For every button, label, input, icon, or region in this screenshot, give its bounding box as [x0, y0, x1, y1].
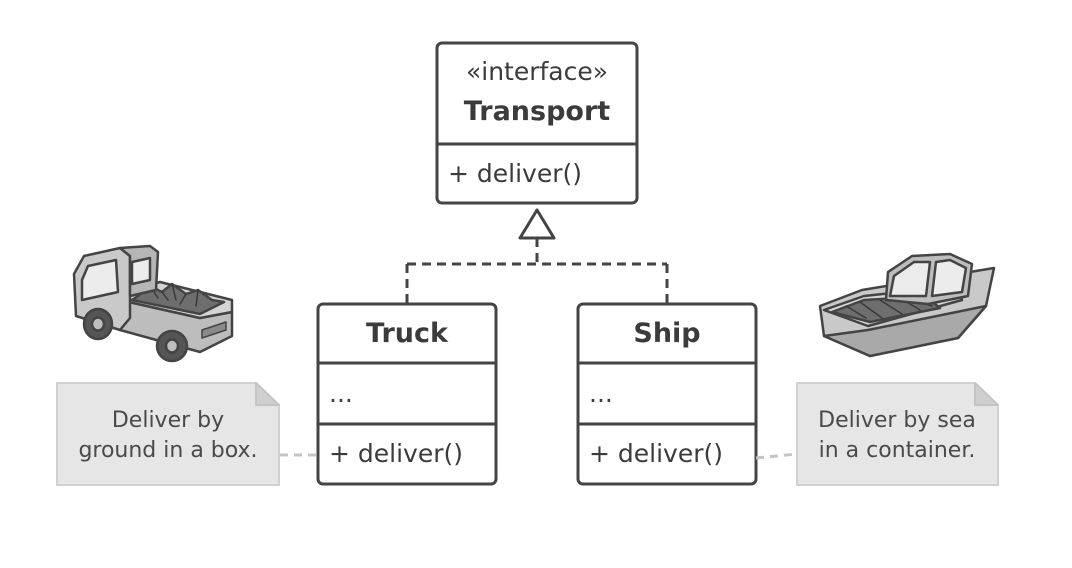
- truck-icon: [72, 244, 234, 363]
- truck-note-line-1: Deliver by: [112, 408, 224, 433]
- ship-note-fold: [974, 382, 999, 406]
- truck-class-fields: ...: [329, 379, 353, 408]
- ship-note: Deliver by sea in a container.: [796, 382, 999, 486]
- ship-note-line-1: Deliver by sea: [818, 408, 976, 433]
- ship-note-connector: [755, 452, 798, 460]
- truck-class-name: Truck: [366, 318, 449, 349]
- ship-icon: [818, 252, 996, 358]
- interface-stereotype: «interface»: [466, 57, 608, 86]
- truck-note-line-2: ground in a box.: [78, 438, 257, 463]
- ship-note-line-2: in a container.: [819, 438, 976, 463]
- truck-class-method: + deliver(): [329, 439, 463, 468]
- interface-name: Transport: [464, 96, 610, 127]
- ship-class-fields: ...: [589, 379, 613, 408]
- ship-class-box: Ship ... + deliver(): [576, 302, 758, 486]
- transport-interface-box: «interface» Transport + deliver(): [435, 41, 639, 205]
- realization-arrow: [405, 208, 669, 303]
- ship-class-name: Ship: [633, 318, 700, 349]
- truck-class-box: Truck ... + deliver(): [316, 302, 498, 486]
- interface-method: + deliver(): [448, 159, 582, 188]
- truck-note-fold: [255, 382, 280, 406]
- ship-class-method: + deliver(): [589, 439, 723, 468]
- realization-arrowhead: [518, 208, 556, 240]
- truck-note: Deliver by ground in a box.: [56, 382, 280, 486]
